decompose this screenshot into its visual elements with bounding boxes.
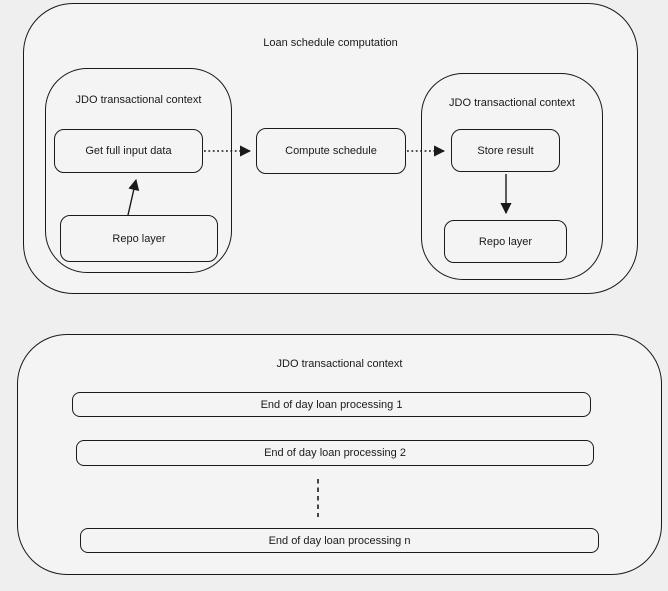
eod-processing-1-node: End of day loan processing 1 <box>72 392 591 417</box>
jdo-context-left-title: JDO transactional context <box>75 94 202 106</box>
store-result-node: Store result <box>451 129 560 172</box>
repo-layer-left-node: Repo layer <box>60 215 218 262</box>
eod-context-title: JDO transactional context <box>276 358 403 370</box>
eod-processing-n-node: End of day loan processing n <box>80 528 599 553</box>
jdo-context-right-title: JDO transactional context <box>449 97 575 109</box>
compute-schedule-node: Compute schedule <box>256 128 406 174</box>
repo-layer-right-node: Repo layer <box>444 220 567 263</box>
eod-processing-2-node: End of day loan processing 2 <box>76 440 594 466</box>
get-full-input-data-node: Get full input data <box>54 129 203 173</box>
loan-schedule-title: Loan schedule computation <box>263 37 398 49</box>
